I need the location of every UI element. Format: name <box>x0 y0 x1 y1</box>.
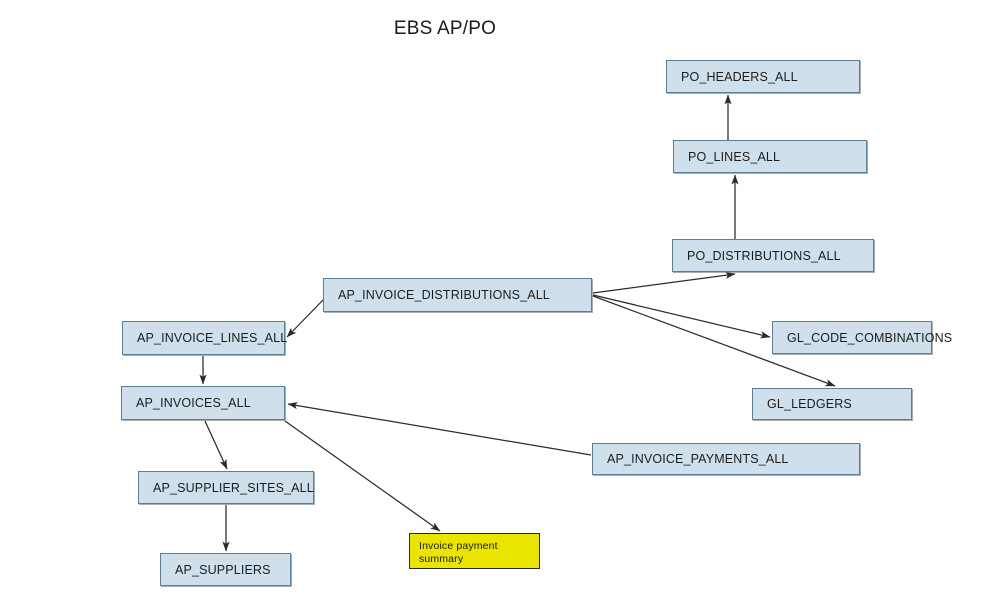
node-label-ap_suppliers: AP_SUPPLIERS <box>175 562 271 577</box>
edge-ap_invoice_distributions_all-to-po_distributions_all <box>592 271 736 294</box>
node-label-ap_supplier_sites_all: AP_SUPPLIER_SITES_ALL <box>153 480 314 495</box>
node-ap_invoice_distributions_all[interactable]: AP_INVOICE_DISTRIBUTIONS_ALL <box>323 278 592 312</box>
diagram-title: EBS AP/PO <box>393 18 497 39</box>
node-label-po_distributions_all: PO_DISTRIBUTIONS_ALL <box>687 248 841 263</box>
node-po_distributions_all[interactable]: PO_DISTRIBUTIONS_ALL <box>672 239 874 272</box>
node-label-invoice_payment_summary: Invoice payment summary <box>419 540 498 565</box>
node-label-po_headers_all: PO_HEADERS_ALL <box>681 69 798 84</box>
edge-ap_invoices_all-to-ap_supplier_sites_all <box>204 420 228 470</box>
node-po_headers_all[interactable]: PO_HEADERS_ALL <box>666 60 860 93</box>
edge-ap_invoice_distributions_all-to-gl_code_combinations <box>592 294 771 339</box>
node-ap_invoice_payments_all[interactable]: AP_INVOICE_PAYMENTS_ALL <box>592 443 860 475</box>
edge-ap_invoice_distributions_all-to-ap_invoice_lines_all <box>286 299 324 338</box>
node-label-ap_invoice_payments_all: AP_INVOICE_PAYMENTS_ALL <box>607 452 789 466</box>
node-label-gl_code_combinations: GL_CODE_COMBINATIONS <box>787 330 953 345</box>
node-po_lines_all[interactable]: PO_LINES_ALL <box>673 140 867 173</box>
node-label-ap_invoice_lines_all: AP_INVOICE_LINES_ALL <box>137 331 288 345</box>
node-label-ap_invoice_distributions_all: AP_INVOICE_DISTRIBUTIONS_ALL <box>338 288 550 302</box>
node-ap_invoices_all[interactable]: AP_INVOICES_ALL <box>121 386 285 420</box>
node-label-ap_invoices_all: AP_INVOICES_ALL <box>136 396 251 410</box>
node-label-po_lines_all: PO_LINES_ALL <box>688 149 781 164</box>
node-gl_ledgers[interactable]: GL_LEDGERS <box>752 388 912 420</box>
node-ap_invoice_lines_all[interactable]: AP_INVOICE_LINES_ALL <box>122 321 288 355</box>
edge-ap_invoice_payments_all-to-ap_invoices_all <box>287 402 592 456</box>
node-ap_supplier_sites_all[interactable]: AP_SUPPLIER_SITES_ALL <box>138 471 314 504</box>
node-ap_suppliers[interactable]: AP_SUPPLIERS <box>160 553 291 586</box>
node-label-gl_ledgers: GL_LEDGERS <box>767 397 852 411</box>
node-gl_code_combinations[interactable]: GL_CODE_COMBINATIONS <box>772 321 952 354</box>
node-invoice_payment_summary[interactable]: Invoice payment summary <box>409 533 540 569</box>
